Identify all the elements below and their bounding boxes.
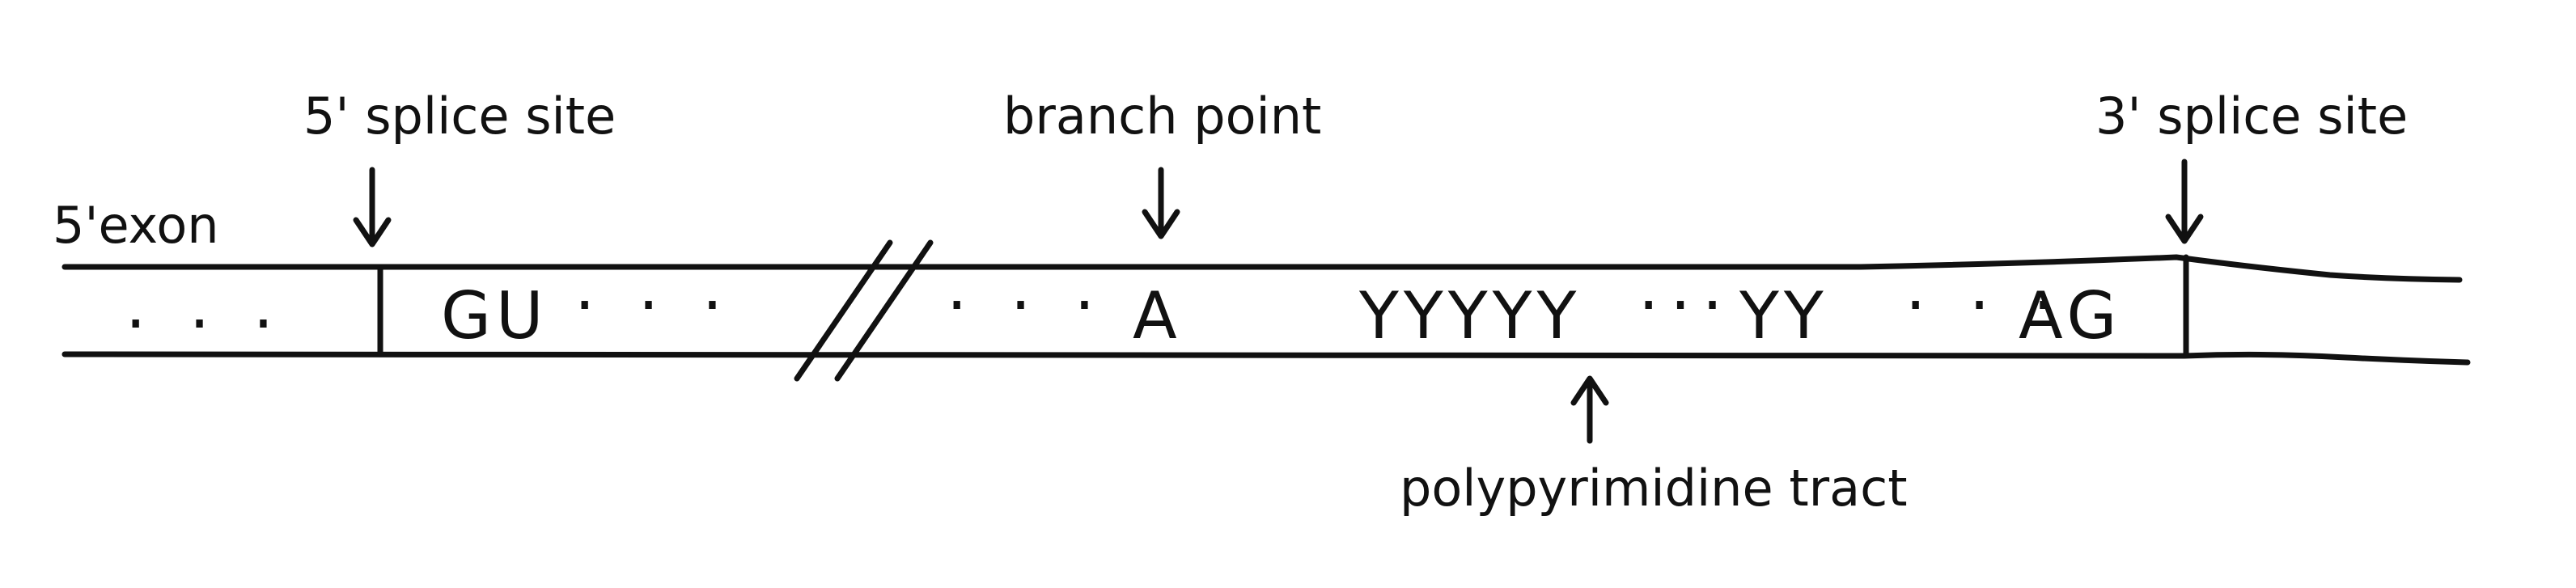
branch-a: A (1133, 278, 1182, 353)
splice5-arrow (353, 167, 392, 247)
gu-dots: · · · (574, 268, 734, 343)
ag-dots: · · · (1905, 268, 2065, 343)
yyyyy-sequence: YYYYY (1358, 278, 1581, 353)
mid-dots: · · · (947, 268, 1106, 343)
y-dots: ··· (1638, 268, 1734, 343)
exon-dots: . . . (125, 268, 285, 343)
splice5-label: 5' splice site (303, 87, 616, 146)
splice3-arrow (2165, 159, 2204, 244)
strand-top-line (61, 254, 2463, 283)
break-mark-2 (834, 239, 934, 382)
gu-sequence: GU (441, 278, 549, 353)
exon5-label: 5'exon (53, 196, 219, 255)
ag-sequence: AG (2019, 278, 2121, 353)
break-mark-1 (794, 239, 893, 382)
branch-arrow (1142, 167, 1180, 239)
strand-bottom-line (61, 351, 2471, 366)
rna-strand (61, 239, 2471, 382)
yy-sequence: YY (1739, 278, 1828, 353)
splice3-label: 3' splice site (2095, 87, 2408, 146)
polypyr-arrow (1570, 375, 1609, 444)
polypyrimidine-label: polypyrimidine tract (1400, 459, 1908, 518)
branch-point-label: branch point (1003, 87, 1321, 146)
